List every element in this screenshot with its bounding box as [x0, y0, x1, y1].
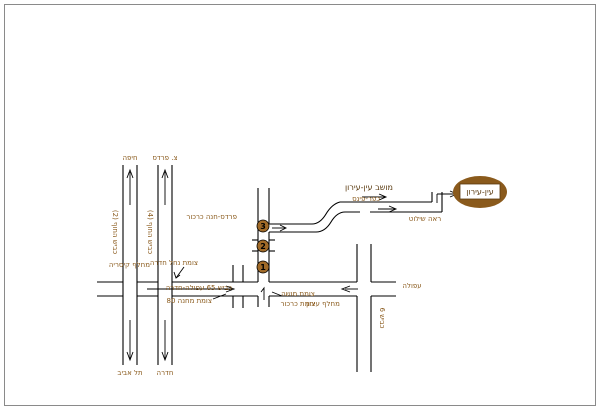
label-haifa: חיפה	[122, 154, 137, 162]
label-mechlaf-iron: מחלף עירון	[306, 300, 340, 308]
marker-3[interactable]: 3	[256, 219, 270, 233]
label-road-65: כביש 65 עפולה-חדרה	[166, 284, 233, 292]
label-afula: עפולה	[402, 282, 421, 290]
label-tel-aviv: תל אביב	[117, 369, 142, 377]
label-highway-2: כביש החוף (2)	[111, 210, 119, 254]
highway-2-road	[122, 165, 138, 365]
label-tzomet-machane80: צומת מחנה 80	[167, 297, 213, 305]
map-frame	[4, 4, 596, 406]
label-highway-4: כביש החוף (4)	[146, 210, 154, 254]
label-tzomet-nahal-hadera: צומת נחל חדרה	[150, 259, 198, 267]
svg-text:3: 3	[260, 222, 266, 231]
local-streets	[232, 265, 244, 308]
marker-2[interactable]: 2	[256, 239, 270, 253]
label-kfar-pines: כפר-פינס	[352, 195, 380, 203]
marker-1[interactable]: 1	[256, 260, 270, 274]
destination-label: עין-עירון	[466, 188, 494, 197]
svg-text:1: 1	[260, 263, 266, 272]
label-tzomet-pardes: צ. פרדס	[152, 154, 177, 162]
label-tzomet-karkur: צומת כרכור	[281, 300, 316, 308]
road-to-moshav	[269, 190, 459, 233]
highway-4-road	[157, 165, 173, 365]
label-road-6: כביש 6	[378, 308, 386, 329]
label-pardes-hanna: פרדס-חנה כרכור	[186, 213, 237, 221]
label-raah-shilot: ראה שילוט	[409, 215, 441, 223]
road-65	[97, 281, 396, 297]
label-moshav: מושב עין-עירון	[345, 183, 393, 192]
svg-text:2: 2	[260, 242, 266, 251]
road-6	[356, 244, 372, 372]
label-hadera: חדרה	[157, 369, 174, 377]
label-mechlaf-caesarea: מחלף קיסריה	[109, 261, 150, 269]
label-tzomet-mosha: צומת מושה	[281, 290, 315, 298]
destination-marker[interactable]: עין-עירון	[453, 176, 507, 208]
